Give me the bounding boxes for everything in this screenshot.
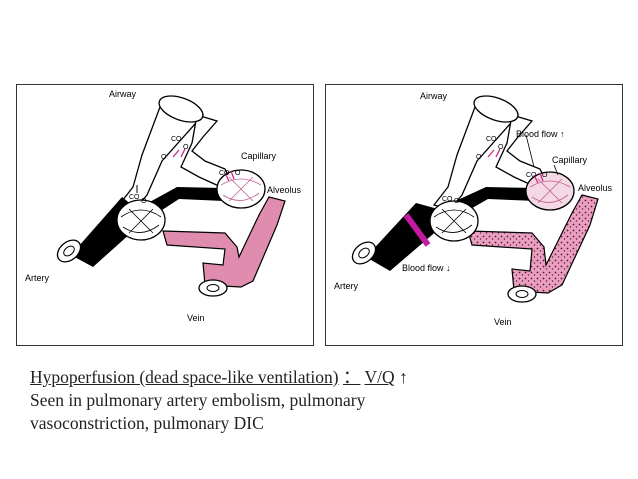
caption-ratio: V/Q: [364, 367, 395, 387]
caption-line-2: Seen in pulmonary artery embolism, pulmo…: [30, 390, 366, 410]
blood-flow-up-label: Blood flow ↑: [516, 129, 565, 139]
co2-label-left: CO: [442, 196, 453, 203]
co2-label-top: CO: [486, 136, 497, 143]
alveolus-left: [116, 199, 166, 241]
vein-dotted: [467, 194, 599, 294]
diagram-panel-hypoperfusion: Airway Blood flow ↑ Capillary Alveolus B…: [325, 84, 623, 346]
caption-title: Hypoperfusion (dead space-like ventilati…: [30, 367, 339, 387]
embolus-marker: [403, 213, 431, 247]
co2-label-right: CO: [219, 170, 230, 177]
co2-label-top: CO: [171, 136, 182, 143]
o2-label-top: O: [498, 144, 504, 151]
artery-black: [366, 187, 537, 271]
o2-label-right: O: [235, 170, 241, 177]
alveolus-label: Alveolus: [578, 183, 613, 193]
o2-label-left: O: [141, 198, 147, 205]
vein-pink: [162, 196, 286, 288]
co2-label-left: CO: [129, 194, 140, 201]
alveolus-right: [525, 171, 575, 211]
airway-tubes: [117, 95, 233, 210]
caption-line-1: Hypoperfusion (dead space-like ventilati…: [30, 366, 630, 389]
o2-label-mid: O: [161, 154, 167, 161]
lung-diagram-hypoperfusion: Airway Blood flow ↑ Capillary Alveolus B…: [334, 91, 613, 327]
blood-flow-down-label: Blood flow ↓: [402, 263, 451, 273]
capillary-label: Capillary: [241, 151, 277, 161]
artery-black: [71, 187, 224, 267]
alveolus-right: [216, 169, 266, 209]
vein-label: Vein: [494, 317, 512, 327]
airway-label: Airway: [420, 91, 448, 101]
o2-label-mid: O: [476, 154, 482, 161]
o2-label-top: O: [183, 144, 189, 151]
capillary-label: Capillary: [552, 155, 588, 165]
vein-label: Vein: [187, 313, 205, 323]
caption-line-3: vasoconstriction, pulmonary DIC: [30, 413, 264, 433]
co2-label-right: CO: [526, 172, 537, 179]
caption: Hypoperfusion (dead space-like ventilati…: [30, 366, 630, 435]
airway-label: Airway: [109, 89, 137, 99]
o2-label-right: O: [542, 172, 548, 179]
caption-separator: ：: [342, 367, 361, 387]
alveolus-label: Alveolus: [267, 185, 302, 195]
artery-label: Artery: [334, 281, 359, 291]
artery-label: Artery: [25, 273, 50, 283]
o2-label-left: O: [454, 198, 460, 205]
alveolus-left: [429, 200, 479, 242]
lung-diagram-normal: Airway Capillary Alveolus Artery Vein CO…: [25, 89, 302, 323]
diagram-panel-normal: Airway Capillary Alveolus Artery Vein CO…: [16, 84, 314, 346]
up-arrow-icon: ↑: [399, 367, 408, 387]
